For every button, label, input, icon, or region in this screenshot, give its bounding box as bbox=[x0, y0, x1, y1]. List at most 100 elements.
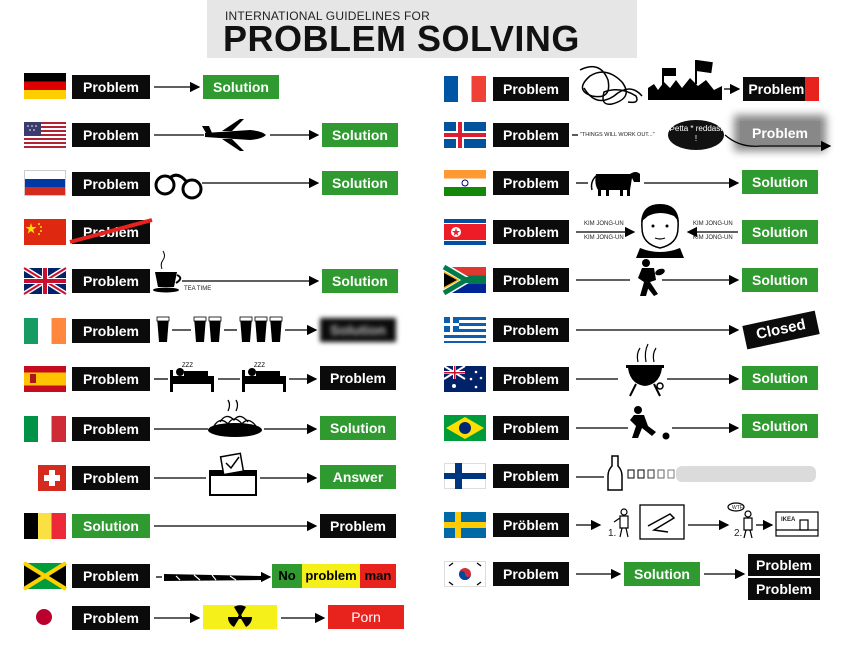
jamaica-saltire-icon bbox=[22, 561, 68, 591]
radiation-icon bbox=[227, 605, 253, 627]
kim-label-4: KIM JONG-UN bbox=[693, 235, 733, 241]
start-box-iceland: Problem bbox=[493, 123, 569, 147]
kim-label-1: KIM JONG-UN bbox=[584, 221, 624, 227]
start-box-italy: Problem bbox=[72, 417, 150, 441]
start-box-russia: Problem bbox=[72, 172, 150, 196]
kim-label-2: KIM JONG-UN bbox=[584, 235, 624, 241]
flag-russia-icon bbox=[24, 170, 66, 196]
start-box-germany: Problem bbox=[72, 75, 150, 99]
sweden-cross-icon bbox=[444, 512, 486, 538]
end-box-jamaica: No problem man bbox=[272, 564, 396, 588]
rugby-player-icon bbox=[638, 259, 665, 296]
start-box-greece: Problem bbox=[493, 318, 569, 342]
end-box-spain: Problem bbox=[320, 366, 396, 390]
end-box-japan: Porn bbox=[328, 605, 404, 629]
end-box-north-korea: Solution bbox=[742, 220, 818, 244]
france-problems-label: ProblemS bbox=[748, 81, 814, 97]
france-red-s-highlight bbox=[805, 77, 819, 101]
south-africa-y-icon bbox=[441, 263, 486, 297]
australia-union-stars-icon bbox=[443, 365, 483, 389]
zzz-icon-1: ZZZ bbox=[182, 363, 193, 369]
end-box-iceland-blurred: Problem bbox=[740, 121, 820, 145]
protest-crowd-icon bbox=[648, 60, 722, 100]
start-box-japan: Problem bbox=[72, 606, 150, 630]
sweden-wtf-bubble: WTF! bbox=[732, 505, 745, 511]
ikea-instruction-box bbox=[639, 504, 685, 540]
start-box-belgium: Solution bbox=[72, 514, 150, 538]
joint-icon bbox=[164, 574, 265, 581]
man-segment: man bbox=[360, 564, 396, 588]
shot-glasses-fading-icon bbox=[627, 469, 675, 479]
flag-india-icon bbox=[444, 170, 486, 196]
finland-cross-icon bbox=[444, 463, 486, 489]
kim-jong-un-face-icon bbox=[636, 204, 684, 258]
bbq-grill-icon bbox=[626, 343, 664, 397]
pasta-plate-icon bbox=[208, 399, 262, 437]
north-korea-star-icon bbox=[451, 227, 461, 237]
flag-usa-icon bbox=[24, 122, 66, 148]
end-box-ireland-blurred: Solution bbox=[320, 318, 396, 342]
ballot-box-icon bbox=[209, 452, 257, 496]
flag-italy-icon bbox=[24, 416, 66, 442]
greece-cross-icon bbox=[444, 317, 459, 332]
end-box-south-africa: Solution bbox=[742, 268, 818, 292]
end-box-usa: Solution bbox=[322, 123, 398, 147]
china-strike-line bbox=[69, 218, 153, 244]
cow-icon bbox=[590, 172, 640, 196]
china-stars-icon bbox=[25, 223, 42, 235]
finland-blur-fade bbox=[676, 466, 816, 482]
allen-key-icon bbox=[647, 513, 676, 533]
start-box-brazil: Problem bbox=[493, 416, 569, 440]
start-box-ireland: Problem bbox=[72, 319, 150, 343]
swiss-cross-icon bbox=[44, 470, 60, 486]
start-box-india: Problem bbox=[493, 171, 569, 195]
tea-time-caption: TEA TIME bbox=[184, 286, 212, 292]
brazil-diamond-icon bbox=[446, 417, 484, 439]
handcuffs-icon bbox=[154, 173, 203, 200]
siesta-bed-icon-1 bbox=[170, 368, 214, 392]
siesta-bed-icon-2 bbox=[242, 368, 286, 392]
teacup-icon bbox=[153, 250, 182, 293]
south-korea-taegeuk-icon bbox=[448, 562, 482, 586]
japan-sun-icon bbox=[36, 609, 52, 625]
beer-glasses-icon bbox=[156, 316, 283, 342]
end-box-australia: Solution bbox=[742, 366, 818, 390]
end-box-belgium: Problem bbox=[320, 514, 396, 538]
soccer-player-icon bbox=[630, 406, 670, 440]
ikea-store-icon bbox=[775, 511, 819, 537]
person-box-icon bbox=[613, 508, 629, 538]
start-box-switzerland: Problem bbox=[72, 466, 150, 490]
start-box-australia: Problem bbox=[493, 367, 569, 391]
tangled-scribble-icon bbox=[579, 65, 643, 105]
iceland-cross-icon bbox=[444, 122, 486, 148]
flag-belgium-icon bbox=[24, 513, 66, 539]
end-box-italy: Solution bbox=[320, 416, 396, 440]
spain-emblem-icon bbox=[30, 374, 36, 383]
end-box-switzerland: Answer bbox=[320, 465, 396, 489]
start-box-usa: Problem bbox=[72, 123, 150, 147]
start-box-finland: Problem bbox=[493, 464, 569, 488]
problem-segment: problem bbox=[302, 564, 360, 588]
line-iceland-2 bbox=[724, 134, 832, 152]
start-box-south-korea: Problem bbox=[493, 562, 569, 586]
sweden-step-2: 2. bbox=[734, 528, 743, 539]
start-box-uk: Problem bbox=[72, 269, 150, 293]
start-box-sweden: Pröblem bbox=[493, 513, 569, 537]
flag-germany-icon bbox=[24, 73, 66, 99]
vodka-bottle-icon bbox=[607, 455, 623, 491]
iceland-note: "THINGS WILL WORK OUT..." bbox=[580, 132, 655, 138]
india-chakra-icon bbox=[461, 179, 469, 187]
end-box-india: Solution bbox=[742, 170, 818, 194]
drone-icon bbox=[202, 119, 266, 151]
flag-france-icon bbox=[444, 76, 486, 102]
start-box-north-korea: Problem bbox=[493, 220, 569, 244]
end-box-russia: Solution bbox=[322, 171, 398, 195]
flag-ireland-icon bbox=[24, 318, 66, 344]
kim-label-3: KIM JONG-UN bbox=[693, 221, 733, 227]
frustrated-person-icon bbox=[727, 502, 753, 539]
start-box-spain: Problem bbox=[72, 367, 150, 391]
middle-box-south-korea: Solution bbox=[624, 562, 700, 586]
start-box-jamaica: Problem bbox=[72, 564, 150, 588]
iceland-speech-bubble: Þetta * reddast ! bbox=[668, 120, 724, 150]
